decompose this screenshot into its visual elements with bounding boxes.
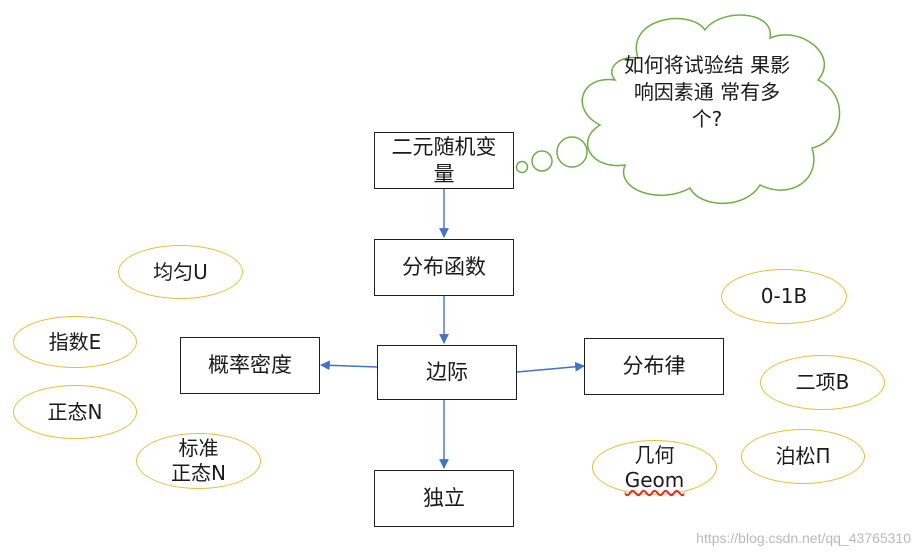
ellipse-binomial: 二项B [760,355,885,410]
thought-line-1: 如何将试验结 [623,53,744,77]
node-independent: 独立 [374,470,514,527]
ellipse-uniform: 均匀U [118,245,243,299]
node-bivariate-line-1: 二元随机变 [391,135,497,160]
ellipse-poisson: 泊松Π [741,429,865,484]
ellipse-geometric-line-2: Geom [624,467,685,492]
node-marginal: 边际 [377,345,517,400]
thought-text: 如何将试验结 果影响因素通 常有多个? [622,52,792,133]
node-bivariate-random-variable: 二元随机变 量 [374,132,514,189]
thought-bubble-medium [531,150,553,172]
thought-line-2: 果影响因素通 [633,53,791,104]
node-probability-density: 概率密度 [180,337,320,394]
ellipse-exponential: 指数E [13,316,137,368]
arrow-marginal-to-pdf [320,360,378,371]
thought-bubble-small [515,160,529,174]
ellipse-standard-normal: 标准 正态N [136,433,261,489]
ellipse-normal: 正态N [13,385,137,439]
node-distribution-function: 分布函数 [374,239,514,296]
ellipse-bernoulli: 0-1B [721,269,847,324]
thought-bubble-large [556,136,588,168]
arrow-marginal-to-pmf [516,361,585,373]
ellipse-geometric: 几何 Geom [592,440,717,495]
ellipse-geometric-line-1: 几何 [634,442,675,467]
ellipse-standard-normal-line-2: 正态N [171,461,226,485]
thought-line-3: 常有多个? [691,80,781,131]
thought-cloud [515,14,841,205]
node-bivariate-line-2: 量 [433,161,455,186]
ellipse-standard-normal-line-1: 标准 [178,436,219,460]
node-distribution-law: 分布律 [584,338,724,395]
watermark: https://blog.csdn.net/qq_43765310 [696,530,911,546]
